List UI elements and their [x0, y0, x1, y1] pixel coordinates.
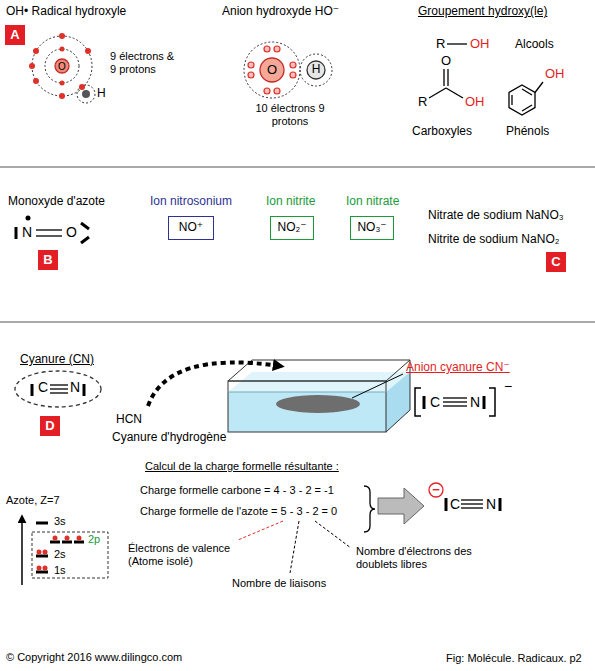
nitrogen-energy-levels [22, 516, 108, 585]
circle-shape [429, 483, 443, 497]
text-label: © Copyright 2016 www.dilingco.com [6, 651, 182, 664]
bond-stroke [31, 384, 34, 396]
charge-circle: − [428, 482, 444, 498]
water-tank [228, 360, 410, 432]
text-label: R [436, 36, 445, 52]
node-text: C [38, 380, 48, 395]
text-label: O [441, 53, 451, 69]
text-label: − [504, 378, 512, 395]
text-label: N [22, 224, 32, 241]
cyanide-group: CN [14, 370, 102, 408]
nitric-oxide-lewis [16, 216, 89, 244]
text-label: 10 électrons 9 protons [254, 102, 326, 128]
text-label: OH [545, 66, 565, 82]
text-label: OH [470, 36, 490, 52]
text-label: Nombre de liaisons [232, 577, 326, 590]
text-label: OH• Radical hydroxyle [6, 4, 126, 18]
text-label: Charge formelle carbone = 4 - 3 - 2 = -1 [140, 484, 334, 497]
node-text: N [70, 380, 80, 395]
text-label: Ion nitrite [266, 194, 315, 208]
text-label: Nitrite de sodium NaNO₂ [428, 232, 559, 246]
text-label: Électrons de valence (Atome isolé) [128, 542, 246, 568]
text-label: Nombre d'électrons des doublets libres [356, 545, 474, 571]
callout-box: B [38, 250, 58, 270]
callout-box: C [546, 252, 566, 272]
node-text: A [10, 28, 19, 42]
text-label: Cyanure (CN) [20, 352, 94, 366]
text-label: HCN [116, 412, 142, 426]
text-label: Calcul de la charge formelle résultante … [145, 460, 339, 473]
text-label: Anion cyanure CN⁻ [406, 360, 510, 374]
text-label: C [450, 496, 460, 513]
text-label: Fig: Molécule. Radicaux. p2 [446, 652, 582, 665]
bond-stroke [83, 384, 86, 396]
ellipse-outline [14, 370, 102, 408]
node-text: B [43, 253, 52, 267]
ellipse-shape [15, 371, 101, 407]
circle-shape [55, 59, 69, 73]
text-label: C [430, 394, 440, 411]
node-text: NO₃⁻ [357, 221, 386, 234]
bond-stroke [50, 384, 68, 385]
hydroxyl-radical-atom [29, 33, 95, 103]
text-label: Cyanure d'hydrogène [112, 430, 226, 444]
text-label: OH [465, 94, 485, 110]
bond-stroke [50, 392, 68, 393]
text-label: 2p [88, 533, 100, 546]
leader-line [352, 374, 403, 398]
text-label: Alcools [515, 37, 554, 51]
text-label: O [66, 224, 77, 241]
node-text: C [551, 255, 560, 269]
text-label: N [470, 394, 480, 411]
text-label: 1s [54, 564, 66, 577]
text-label: Groupement hydroxy(le) [418, 4, 547, 18]
node-text: D [45, 419, 54, 433]
text-label: H [97, 86, 106, 100]
oxygen-atom: O [259, 57, 285, 83]
text-label: Phénols [506, 124, 549, 138]
organic-structures [429, 44, 543, 115]
text-label: Ion nitrosonium [150, 194, 232, 208]
text-label: R [418, 94, 427, 110]
ion-box: NO⁺ [168, 216, 214, 240]
charge-calculation-graphics [238, 486, 500, 573]
node-text: H [312, 63, 321, 76]
text-label: 9 électrons & 9 protons [110, 50, 180, 76]
ion-box: NO₂⁻ [270, 216, 314, 240]
text-label: Azote, Z=7 [6, 494, 60, 507]
node-text: O [267, 63, 277, 77]
node-text: − [432, 483, 440, 497]
text-label: Monoxyde d'azote [8, 194, 105, 208]
text-label: 2s [54, 548, 66, 561]
text-label: Charge formelle de l'azote = 5 - 3 - 2 =… [140, 505, 337, 518]
node-text: NO₂⁻ [278, 221, 307, 234]
hydroxide-anion-atoms [244, 42, 332, 98]
callout-box: A [5, 25, 25, 45]
text-label: N [486, 496, 496, 513]
bond-stroke [50, 388, 68, 389]
circle-shape [260, 58, 284, 82]
node-text: O [58, 61, 66, 72]
text-label: Anion hydroxyde HO⁻ [222, 4, 339, 18]
text-label: 3s [54, 515, 66, 528]
callout-box: D [40, 416, 60, 436]
circle-shape [307, 61, 325, 79]
cyanide-anion-structure [415, 388, 495, 416]
text-label: Nitrate de sodium NaNO₃ [428, 208, 564, 222]
ion-box: NO₃⁻ [350, 216, 394, 240]
text-label: Carboxyles [412, 124, 472, 138]
hydrogen-atom: H [306, 60, 326, 80]
section-dividers [0, 167, 595, 322]
oxygen-atom: O [54, 58, 70, 74]
dissolve-arrow [148, 362, 280, 406]
text-label: Ion nitrate [346, 194, 399, 208]
node-text: NO⁺ [179, 221, 203, 234]
